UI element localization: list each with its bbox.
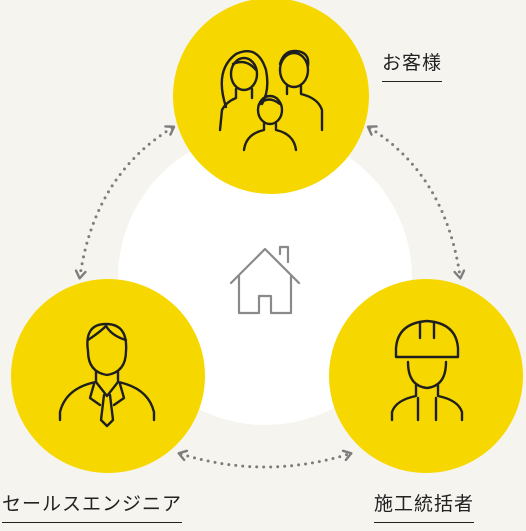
site-supervisor-node xyxy=(329,279,523,473)
customer-label: お客様 xyxy=(382,52,443,82)
arrow-customer-site xyxy=(366,125,466,280)
arrow-sales-site xyxy=(177,449,353,469)
sales-engineer-node xyxy=(11,279,205,473)
customer-node xyxy=(173,0,369,194)
businessman-icon xyxy=(58,322,156,428)
site-supervisor-label: 施工統括者 xyxy=(374,493,475,523)
construction-worker-icon xyxy=(390,319,464,422)
house-icon xyxy=(229,245,301,315)
sales-engineer-label: セールスエンジニア xyxy=(2,493,183,523)
family-icon xyxy=(218,49,324,152)
arrow-customer-sales xyxy=(74,125,176,280)
